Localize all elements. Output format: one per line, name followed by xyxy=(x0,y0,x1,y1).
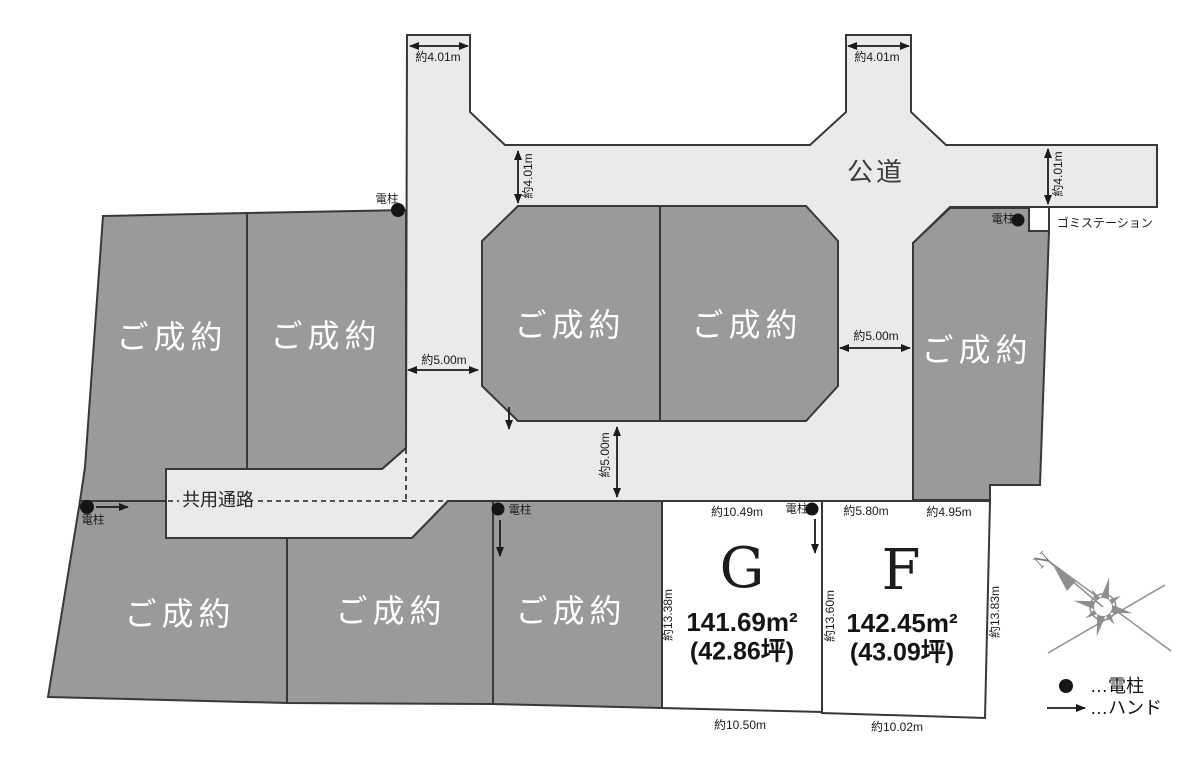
lot-label-sold: ご成約 xyxy=(116,319,228,355)
shared-passage-label: 共用通路 xyxy=(179,490,257,510)
dim-g-top: 約10.49m xyxy=(710,505,764,519)
pole-dot-right xyxy=(1011,213,1025,227)
legend-pole-label: …電柱 xyxy=(1090,676,1144,696)
lot-sold-upper-left-2 xyxy=(246,208,407,470)
lot-label-sold: ご成約 xyxy=(124,596,236,632)
dim-road-top-right: 約4.01m xyxy=(854,50,900,64)
lot-label-sold: ご成約 xyxy=(691,307,803,343)
pole-label-right: 電柱 xyxy=(991,213,1015,226)
dim-road-right-vertical: 約4.01m xyxy=(1051,151,1065,197)
lot-f-name: F xyxy=(881,538,921,603)
dim-g-left: 約13.38m xyxy=(661,588,675,642)
dim-f-top-right: 約4.95m xyxy=(926,505,972,519)
lot-label-sold: ご成約 xyxy=(335,593,447,629)
public-road-label: 公道 xyxy=(846,157,906,187)
dim-passage-left: 約5.00m xyxy=(421,353,467,367)
legend-hand-label: …ハンド xyxy=(1090,698,1162,718)
lot-f-tsubo: (43.09坪) xyxy=(849,638,955,667)
lot-g-tsubo: (42.86坪) xyxy=(689,637,795,666)
pole-dot-lot-gf xyxy=(805,502,819,516)
compass-needle-icon xyxy=(1054,567,1076,591)
dim-passage-center: 約5.00m xyxy=(598,432,612,478)
dim-f-top-left: 約5.80m xyxy=(843,504,889,518)
dim-passage-right: 約5.00m xyxy=(853,329,899,343)
pole-dot-top xyxy=(391,203,405,217)
dim-road-top-left: 約4.01m xyxy=(415,50,461,64)
pole-label-lot3: 電柱 xyxy=(508,504,532,517)
lot-f-shape xyxy=(821,500,992,720)
pole-label-left: 電柱 xyxy=(81,514,105,527)
pole-label-lot-gf: 電柱 xyxy=(785,503,809,516)
dim-f-right: 約13.83m xyxy=(988,585,1002,639)
lot-label-sold: ご成約 xyxy=(515,593,627,629)
lot-g-area: 141.69m² xyxy=(686,607,798,637)
lot-label-sold: ご成約 xyxy=(270,318,382,354)
pole-dot-lot3 xyxy=(491,502,505,516)
garbage-station-box xyxy=(1028,206,1050,232)
dim-road-mid-vertical: 約4.01m xyxy=(521,153,535,199)
pole-label-top: 電柱 xyxy=(375,193,399,206)
lot-label-sold: ご成約 xyxy=(514,307,626,343)
lot-g-name: G xyxy=(719,536,765,601)
garbage-station-label: ゴミステーション xyxy=(1057,216,1153,230)
dim-g-bottom: 約10.50m xyxy=(713,718,767,732)
pole-dot-left xyxy=(80,500,94,514)
lot-sold-upper-left xyxy=(78,211,248,502)
dim-f-bottom: 約10.02m xyxy=(870,720,924,734)
lot-label-sold: ご成約 xyxy=(921,332,1033,368)
compass-rose xyxy=(1045,558,1172,654)
lot-f-area: 142.45m² xyxy=(846,608,958,638)
legend-pole-icon xyxy=(1059,679,1073,693)
dim-f-left: 約13.60m xyxy=(823,589,837,643)
lot-sold-center-right xyxy=(659,205,839,422)
